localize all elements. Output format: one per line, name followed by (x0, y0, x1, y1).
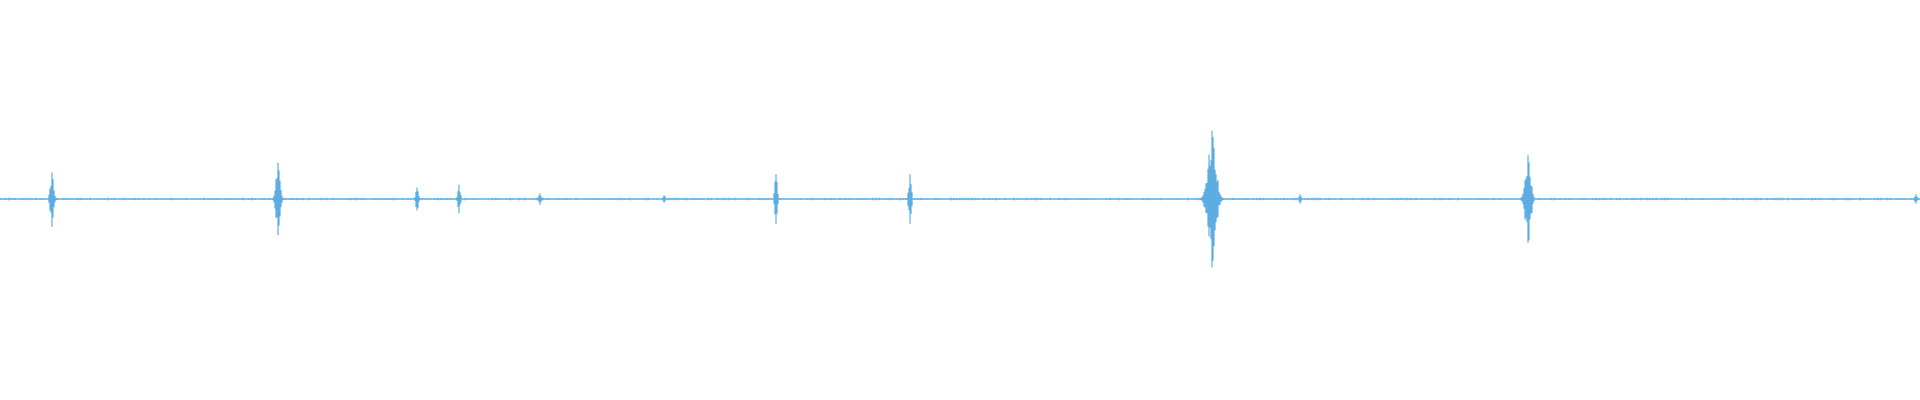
waveform-peak (662, 195, 666, 203)
waveform-peak (1200, 130, 1224, 268)
waveform-peak (1913, 194, 1919, 204)
waveform-peak (1298, 194, 1302, 204)
waveform-peak (414, 187, 420, 211)
waveform-peak (773, 174, 779, 224)
waveform-peak (907, 174, 913, 224)
waveform-layer (0, 130, 1920, 268)
waveform-peak (48, 172, 57, 227)
waveform-peak (272, 162, 284, 236)
waveform-peak (456, 184, 462, 214)
waveform-peak (537, 193, 543, 205)
waveform-peak (1521, 155, 1535, 243)
waveform-noise (0, 197, 1918, 201)
